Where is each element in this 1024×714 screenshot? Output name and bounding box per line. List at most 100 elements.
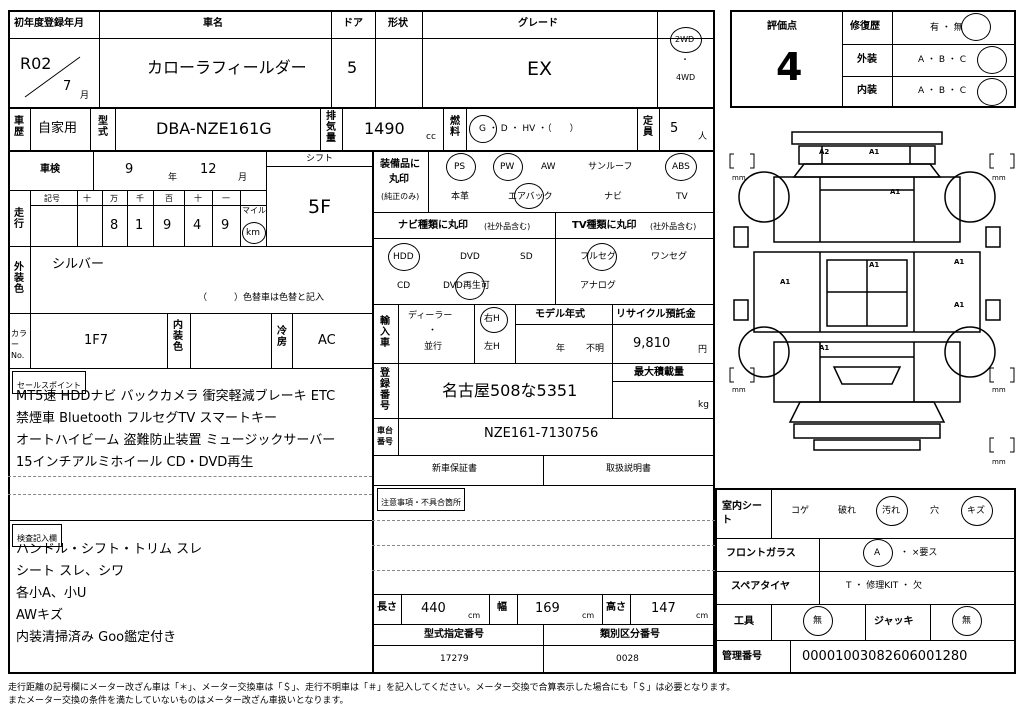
repair-none-circle: [961, 13, 991, 41]
manual-label: 取扱説明書: [606, 464, 652, 474]
ac-value: AC: [318, 333, 336, 348]
damage-a1-trunk: A1: [819, 344, 829, 352]
windshield-rest: ・ ×要ス: [900, 548, 938, 558]
spare-label: スペアタイヤ: [731, 581, 790, 592]
inspector-notes-tag: 検査記入欄: [12, 524, 62, 547]
date-slash: [24, 56, 81, 98]
class-value: 0028: [616, 654, 639, 664]
mileage-digit-label: 十: [194, 194, 202, 203]
displacement-value: 1490: [364, 119, 405, 138]
doors-label: ドア: [343, 18, 363, 29]
import-right-h: 右H: [484, 314, 500, 324]
jack-value: 無: [962, 616, 972, 626]
model-label: 型式: [98, 116, 108, 138]
score-label: 評価点: [767, 21, 797, 32]
model-year-unit: 年: [556, 344, 566, 354]
shift-label: シフト: [306, 154, 334, 164]
dvd-play-circle: [455, 272, 485, 300]
tools-label: 工具: [734, 616, 754, 627]
mgmt-value: 00001003082606001280: [802, 649, 968, 664]
fuel-label: 燃料: [450, 116, 460, 138]
repair-label: 修復歴: [850, 21, 880, 32]
type-designation-value: 17279: [440, 654, 469, 664]
shape-label: 形状: [388, 18, 408, 29]
damage-a1-right-front: A1: [954, 258, 964, 266]
sales-point-line: 禁煙車 Bluetooth フルセグTV スマートキー: [16, 411, 277, 426]
mileage-digit: 8: [110, 218, 119, 233]
tv-oneseg: ワンセグ: [651, 252, 688, 262]
windshield-a: A: [874, 548, 881, 558]
mileage-digit: 9: [221, 218, 230, 233]
width-label: 幅: [497, 602, 507, 613]
width-cm: cm: [582, 611, 595, 620]
history-label: 車歴: [14, 116, 24, 138]
jack-label: ジャッキ: [874, 616, 914, 627]
mm-spare: mm: [992, 458, 1006, 466]
mgmt-label: 管理番号: [722, 651, 762, 662]
inspector-note-line: 各小A、小U: [16, 586, 87, 601]
exterior-color-label: 外装色: [14, 262, 24, 295]
color-change-note: （ ）色替車は色替と記入: [198, 293, 325, 303]
right-h-circle: [480, 307, 508, 333]
tv-analog: アナログ: [580, 281, 616, 291]
interior-seat-label: 室内シート: [722, 501, 762, 526]
damage-a2-top: A2: [819, 148, 829, 156]
length-cm: cm: [468, 611, 481, 620]
grade-value: EX: [527, 58, 553, 80]
inspector-note-line: AWキズ: [16, 608, 64, 623]
first-reg-month-unit: 月: [80, 91, 90, 101]
mileage-digit-label: 十: [83, 194, 91, 203]
seat-scratch: キズ: [967, 506, 986, 516]
height-cm: cm: [696, 611, 709, 620]
max-load-label: 最大積載量: [634, 367, 684, 378]
chassis-value: NZE161-7130756: [484, 426, 599, 441]
color-no-label: カラーNo.: [11, 329, 27, 360]
mileage-digit: 9: [163, 218, 172, 233]
navi-dvd: DVD: [460, 252, 480, 262]
exterior-c-circle: [977, 46, 1007, 74]
reg-value: 名古屋508な5351: [442, 381, 578, 400]
tv-label: TV種類に丸印: [572, 220, 637, 231]
shaken-year: 9: [125, 162, 134, 177]
max-load-kg: kg: [698, 400, 709, 410]
doors-value: 5: [347, 58, 358, 77]
grade-label: グレード: [518, 18, 558, 29]
seat-tear: 破れ: [838, 506, 857, 516]
height-value: 147: [651, 601, 676, 616]
mileage-label: 走行: [14, 208, 24, 230]
import-left-h: 左H: [484, 342, 500, 352]
drive-2wd: 2WD: [675, 35, 695, 44]
import-parallel: 並行: [424, 342, 443, 352]
mileage-digit-label: 一: [222, 194, 230, 203]
tv-fullseg: フルセグ: [580, 252, 617, 262]
shaken-month-unit: 月: [238, 173, 248, 183]
main-form-frame: [8, 10, 715, 674]
evaluation-box: [730, 10, 1016, 108]
sales-point-line: オートハイビーム 盗難防止装置 ミュージックサーバー: [16, 433, 336, 448]
reg-label: 登録番号: [380, 368, 390, 412]
displacement-label: 排気量: [326, 111, 336, 144]
length-value: 440: [421, 601, 446, 616]
navi-sub: (社外品含む): [484, 222, 531, 231]
equip-airbag: エアバック: [508, 192, 553, 202]
exterior-color-value: シルバー: [52, 257, 105, 272]
mm-tr: mm: [992, 174, 1006, 182]
navi-hdd: HDD: [393, 252, 414, 262]
tools-value: 無: [813, 616, 823, 626]
class-label: 類別区分番号: [600, 629, 660, 640]
chassis-label: 車台番号: [377, 426, 393, 446]
footer-note-2: またメーター交換の条件を満たしていないものはメーター改ざん車扱いとなります。: [8, 696, 349, 706]
mileage-digit-label: 百: [165, 194, 173, 203]
score-value: 4: [776, 45, 803, 89]
inspector-note-line: シート スレ、シワ: [16, 564, 125, 579]
shaken-label: 車検: [40, 164, 60, 175]
equip-sunroof: サンルーフ: [588, 162, 633, 172]
sales-point-line: 15インチアルミホイール CD・DVD再生: [16, 455, 254, 470]
ac-label: 冷房: [277, 326, 287, 348]
tools-circle: [803, 606, 833, 636]
interior-c-circle: [977, 78, 1007, 106]
hdd-circle: [388, 243, 420, 271]
equip-pw: PW: [500, 162, 515, 172]
recycle-value: 9,810: [633, 336, 671, 351]
shaken-year-unit: 年: [168, 173, 178, 183]
